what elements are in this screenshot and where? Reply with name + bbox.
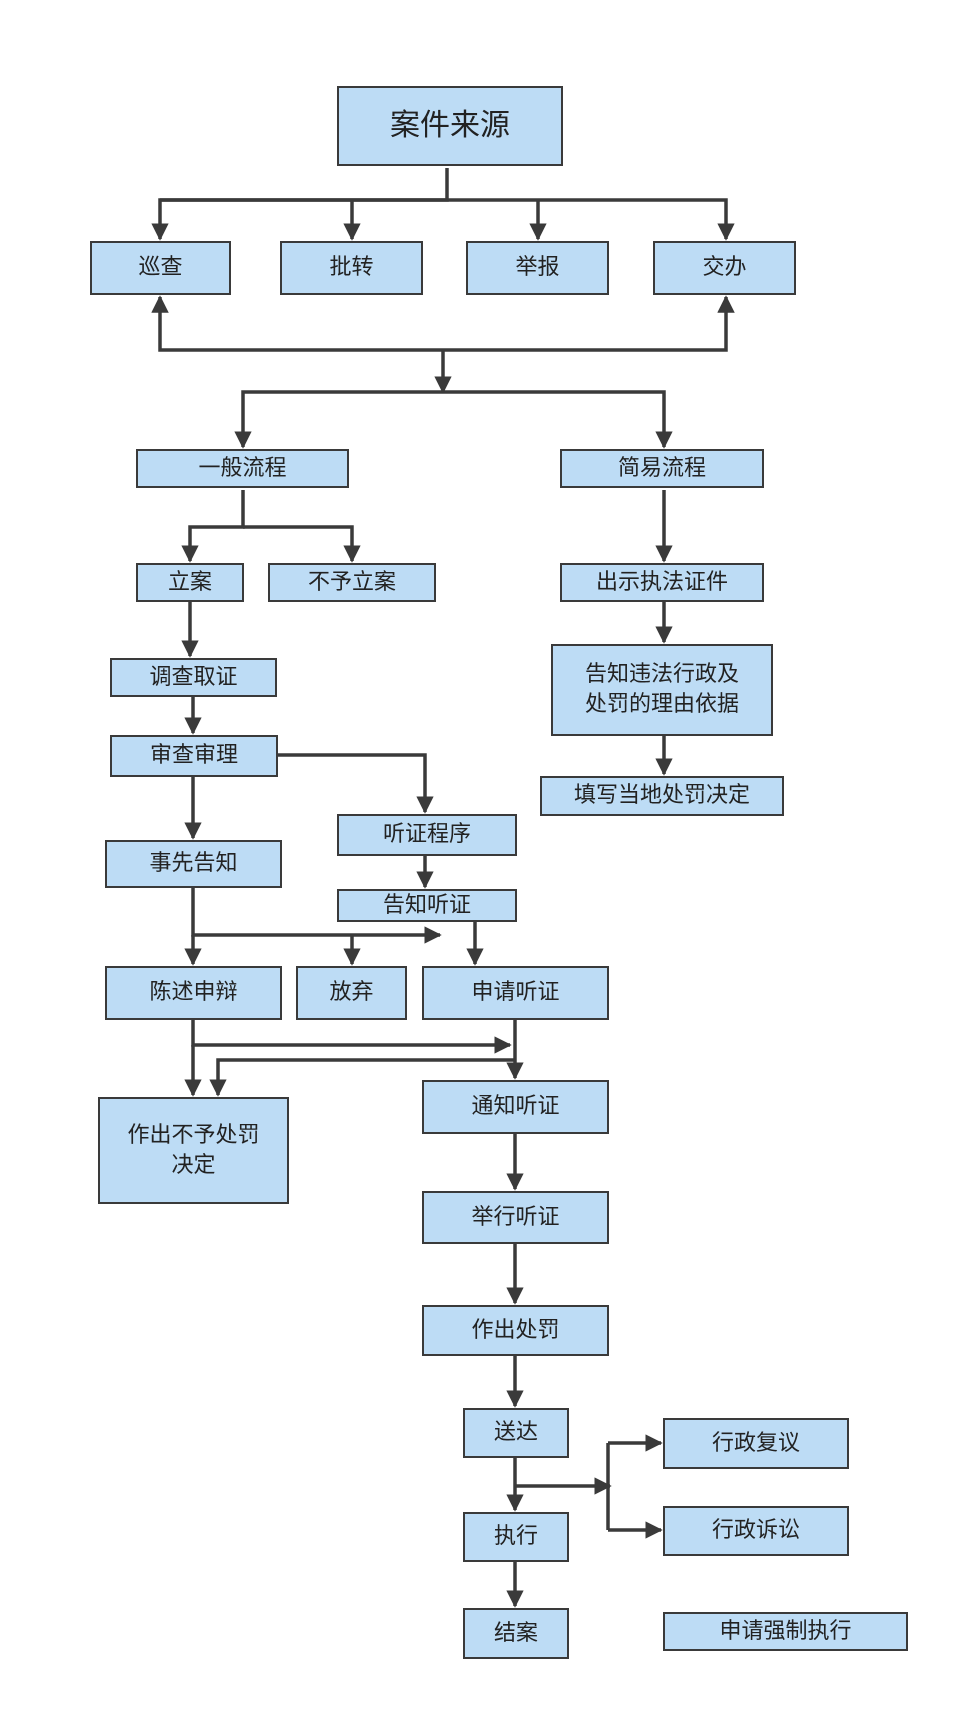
show-id-node: 出示执法证件 [560,563,764,602]
source-node-referral: 批转 [280,241,423,295]
make-penalty-node: 作出处罚 [422,1305,609,1356]
connector [234,390,673,449]
no-case-node: 不予立案 [268,563,436,602]
file-case-node: 立案 [136,563,244,602]
admin-litigation-node: 行政诉讼 [663,1506,849,1556]
connector [181,490,245,563]
close-node: 结案 [463,1608,569,1659]
investigate-node: 调查取证 [110,658,277,697]
general-flow-node: 一般流程 [136,449,349,488]
fill-decision-node: 填写当地处罚决定 [540,776,784,816]
hold-hearing-node: 举行听证 [422,1191,609,1244]
forced-execution-node: 申请强制执行 [663,1612,908,1651]
source-node-report: 举报 [466,241,609,295]
connector [209,1058,515,1097]
source-node-patrol: 巡查 [90,241,231,295]
connector [151,295,735,352]
review-node: 审查审理 [110,735,278,777]
prior-notice-node: 事先告知 [105,840,282,888]
connector [278,753,434,814]
waive-node: 放弃 [296,966,407,1020]
source-node-assigned: 交办 [653,241,796,295]
connector [151,168,449,241]
simple-flow-node: 简易流程 [560,449,764,488]
root-node-case-source: 案件来源 [337,86,563,166]
no-penalty-node: 作出不予处罚 决定 [98,1097,289,1204]
admin-review-node: 行政复议 [663,1418,849,1469]
notify-reason-node: 告知违法行政及 处罚的理由依据 [551,644,773,736]
connector [191,1020,512,1054]
notify-hearing-node: 告知听证 [337,889,517,922]
serve-node: 送达 [463,1408,569,1458]
hearing-procedure-node: 听证程序 [337,814,517,856]
execute-node: 执行 [463,1512,569,1562]
apply-hearing-node: 申请听证 [422,966,609,1020]
connector [160,198,735,241]
inform-hearing-node: 通知听证 [422,1080,609,1134]
connector [243,525,361,563]
statement-node: 陈述申辩 [105,966,282,1020]
